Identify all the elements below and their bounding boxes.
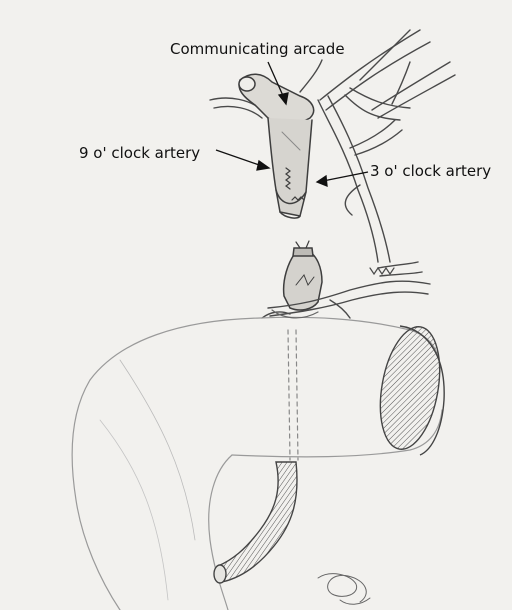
- arrow-nine-oclock: [216, 150, 269, 170]
- bowel-lumen: [372, 322, 449, 455]
- label-nine-oclock-artery: 9 o' clock artery: [79, 146, 200, 161]
- tubular-limb: [214, 462, 297, 583]
- label-communicating-arcade: Communicating arcade: [170, 42, 345, 57]
- label-three-oclock-artery: 3 o' clock artery: [370, 164, 491, 179]
- bowel-outline: [72, 310, 442, 610]
- divided-artery-stump: [239, 74, 314, 218]
- arrow-three-oclock: [317, 172, 368, 186]
- loose-suture: [318, 574, 370, 605]
- upper-vessel-branches: [210, 30, 455, 262]
